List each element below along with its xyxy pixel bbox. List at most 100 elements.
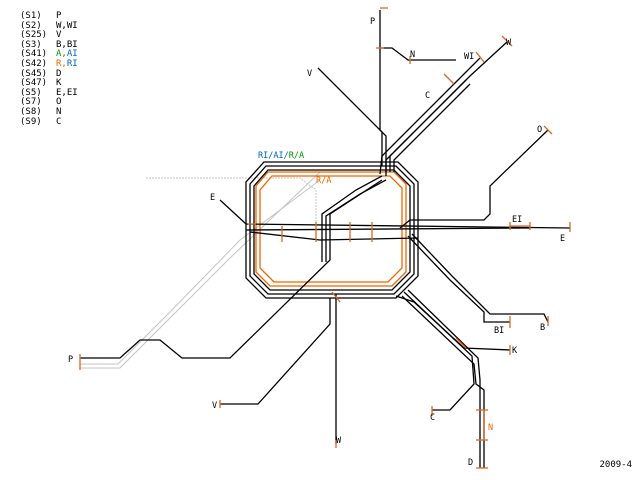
legend-lines: N — [56, 107, 61, 117]
line-p-left — [80, 179, 383, 359]
ghost-line-p — [80, 171, 382, 369]
legend-lines: E,EI — [56, 88, 78, 98]
legend-lines: V — [56, 30, 61, 40]
ghost-line-west — [146, 177, 317, 222]
legend-lines: B,BI — [56, 40, 78, 50]
legend-line-label: R, — [56, 58, 67, 69]
legend-lines: W,WI — [56, 21, 78, 31]
inner-ring-outer — [255, 171, 407, 287]
legend-line-label: K — [56, 78, 62, 89]
ring-label-part-2: R/A — [289, 151, 304, 161]
line-w — [385, 41, 508, 176]
line-d-2 — [401, 295, 485, 468]
legend-code: (S41) — [20, 49, 48, 60]
legend-row: (S25) V — [20, 30, 78, 41]
tick-ring-bottom — [331, 291, 341, 303]
legend-code: (S25) — [20, 30, 48, 41]
legend: (S1)P(S2)W,WI(S25)V(S3)B,BI(S41)A,AI(S42… — [20, 11, 78, 128]
legend-lines: O — [56, 97, 62, 108]
inner-ring-inner — [259, 175, 403, 283]
legend-code: (S3) — [20, 39, 42, 50]
line-v-bottom — [220, 298, 331, 405]
tick-wi — [475, 51, 485, 63]
tick-k-1 — [455, 337, 467, 349]
station-p-left: P — [68, 355, 73, 365]
line-ew-inner — [249, 231, 419, 241]
line-p-top — [379, 10, 387, 172]
legend-line-label: RI — [66, 58, 78, 69]
legend-row: (S5) E,EI — [20, 87, 78, 99]
line-c-top-1 — [389, 79, 467, 172]
line-d-1 — [407, 289, 481, 468]
station-b: B — [540, 323, 545, 333]
radial-lines — [80, 10, 571, 468]
legend-row: (S3) B,BI — [20, 39, 78, 51]
legend-code: (S45) — [20, 68, 48, 79]
line-o — [399, 129, 549, 229]
station-n-bottom: N — [488, 423, 493, 433]
legend-lines: P — [56, 11, 61, 21]
station-o: O — [537, 125, 542, 135]
inner-ring — [255, 171, 407, 287]
tick-o — [543, 125, 553, 135]
ghost-lines — [80, 171, 382, 369]
legend-row: (S9) C — [20, 116, 78, 128]
legend-line-label: AI — [66, 49, 78, 60]
legend-row: (S7)O — [20, 98, 78, 108]
ring-line-1 — [245, 161, 419, 299]
station-e-left: E — [210, 193, 215, 203]
legend-code: (S47) — [20, 78, 48, 89]
ghost-line-p2 — [80, 179, 321, 365]
legend-lines: K — [56, 78, 61, 88]
terminal-labels: P N WI W V C O E EI E BI B K C N D P V W — [68, 17, 565, 468]
legend-line-label: A, — [56, 49, 67, 60]
tick-c-top — [443, 73, 455, 85]
station-e-right: E — [560, 234, 565, 244]
legend-row: (S2) W,WI — [20, 20, 78, 32]
legend-lines: A,AI — [56, 49, 78, 60]
line-ei — [245, 227, 531, 231]
legend-line-label: N — [56, 106, 62, 117]
tick-w — [501, 35, 513, 47]
station-v-bottom: V — [212, 401, 217, 411]
legend-code: (S2) — [20, 20, 42, 31]
legend-row: (S45) D — [20, 68, 78, 80]
inner-ring-label: R/A — [316, 176, 331, 186]
station-c-top: C — [425, 91, 430, 101]
line-center-2 — [325, 179, 387, 262]
legend-row: (S1) P — [20, 11, 78, 22]
ring-line-3 — [253, 169, 411, 291]
station-n-top: N — [410, 50, 415, 60]
station-w: W — [506, 38, 512, 48]
line-bi — [407, 235, 510, 323]
legend-row: (S41) A,AI — [20, 50, 78, 60]
station-d: D — [468, 458, 473, 468]
line-c-top-2 — [393, 83, 471, 172]
line-center-1 — [321, 175, 383, 262]
station-c-bottom: C — [430, 413, 435, 423]
legend-line-label: D — [56, 68, 62, 79]
legend-code: (S8) — [20, 106, 42, 117]
station-v-top: V — [307, 69, 312, 79]
legend-lines: C — [56, 117, 61, 127]
line-k — [395, 295, 511, 351]
version-year: 2009-4 — [599, 460, 632, 470]
station-k: K — [512, 346, 518, 356]
line-b — [411, 233, 549, 323]
legend-row: (S8) N — [20, 106, 78, 118]
legend-line-label: W,WI — [56, 20, 78, 31]
ring-label: RI/AI/R/A — [258, 151, 304, 161]
station-p-top: P — [370, 17, 375, 27]
legend-code: (S1) — [20, 11, 42, 21]
legend-code: (S5) — [20, 87, 42, 98]
legend-line-label: O — [56, 97, 62, 108]
ring-line-2 — [249, 165, 415, 295]
ring-label-part-1: RI/AI/ — [258, 151, 289, 161]
legend-line-label: B,BI — [56, 39, 78, 50]
legend-lines: D — [56, 69, 61, 79]
legend-code: (S9) — [20, 116, 42, 127]
line-c-bottom — [403, 291, 475, 411]
legend-lines: R,RI — [56, 59, 78, 69]
line-e — [219, 199, 571, 229]
